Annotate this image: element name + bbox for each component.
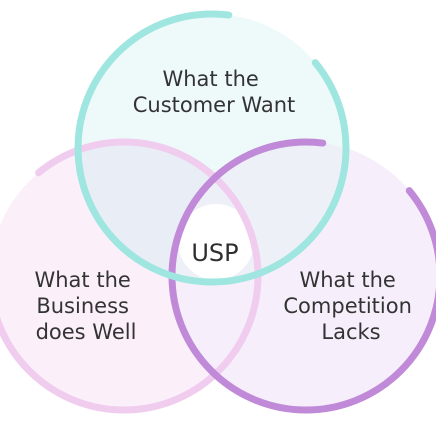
customer-label-line: What the: [162, 67, 258, 91]
customer-label-line: Customer Want: [133, 93, 296, 117]
competition-label-line: Lacks: [321, 320, 380, 344]
business-label: What the Business does Well: [34, 268, 137, 344]
customer-circle-outline: [74, 10, 350, 286]
business-label-line: does Well: [36, 320, 137, 344]
business-label-line: Business: [36, 294, 129, 318]
competition-label-line: Competition: [283, 294, 412, 318]
business-label-line: What the: [34, 268, 130, 292]
competition-label: What the Competition Lacks: [283, 268, 418, 344]
customer-label: What the Customer Want: [133, 67, 296, 117]
usp-region: [178, 204, 254, 280]
competition-label-line: What the: [299, 268, 395, 292]
usp-label: USP: [191, 239, 238, 267]
